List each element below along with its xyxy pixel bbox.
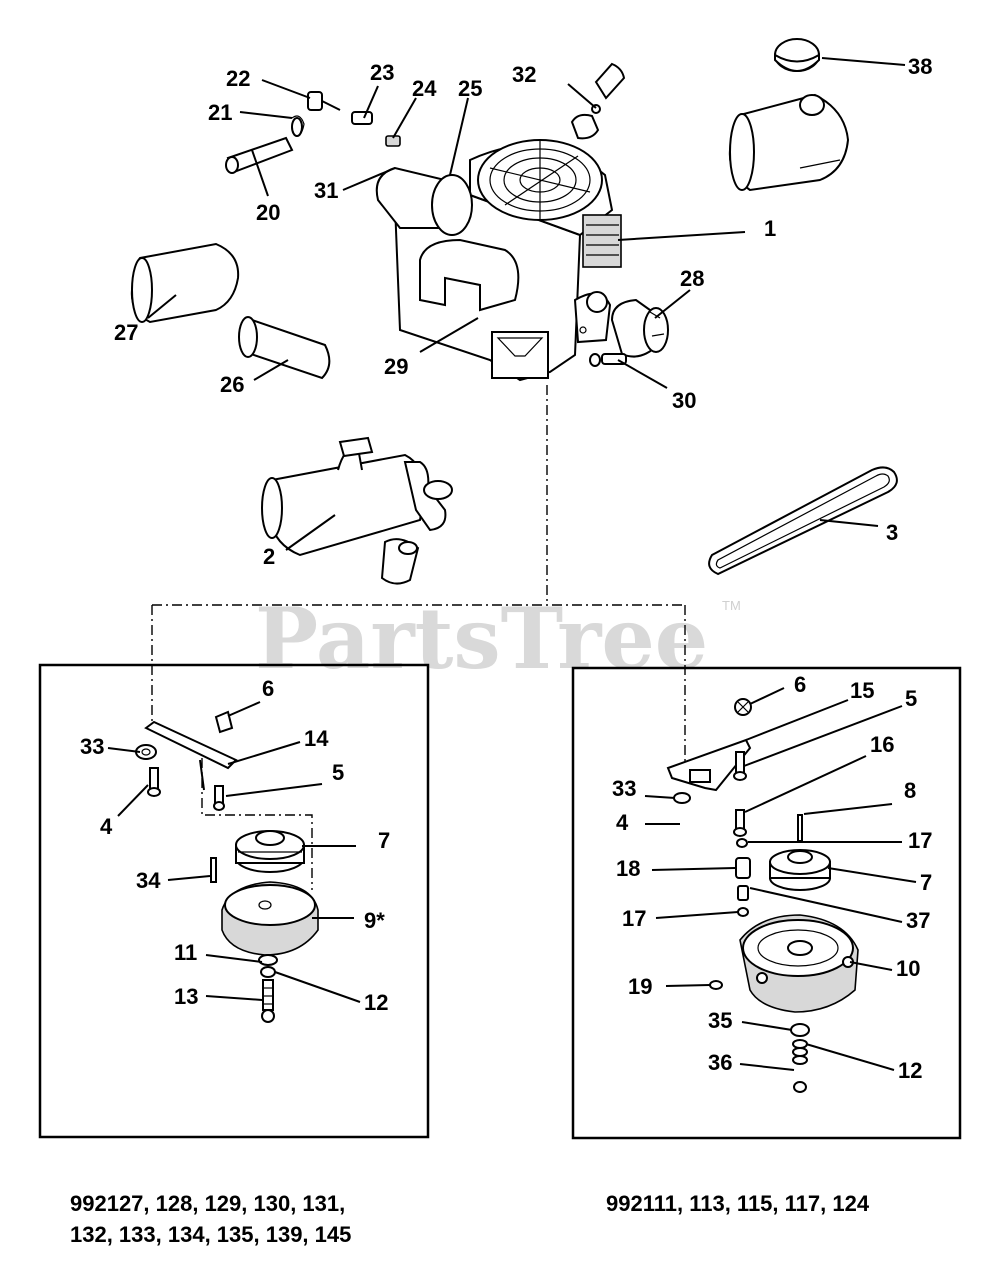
callout-1: 1 xyxy=(764,216,776,241)
callout-labels: 1 2 3 20 21 22 23 24 25 26 27 28 29 30 3… xyxy=(80,54,932,1083)
fuel-line-parts xyxy=(225,62,626,174)
assembly-relation-lines xyxy=(151,385,686,890)
callout-20: 20 xyxy=(256,200,280,225)
right-callout-15: 15 xyxy=(850,678,874,703)
engine-drawing xyxy=(375,139,622,382)
callout-22: 22 xyxy=(226,66,250,91)
oil-filter-and-plug xyxy=(589,298,669,367)
drive-belt xyxy=(708,466,898,576)
left-callout-11: 11 xyxy=(174,940,197,965)
left-clutch-box xyxy=(38,663,430,1139)
right-callout-36: 36 xyxy=(708,1050,732,1075)
right-callout-10: 10 xyxy=(896,956,920,981)
right-clutch-parts xyxy=(666,698,859,1093)
left-callout-34: 34 xyxy=(136,868,161,893)
left-callout-12: 12 xyxy=(364,990,388,1015)
callout-26: 26 xyxy=(220,372,244,397)
callout-3: 3 xyxy=(886,520,898,545)
callout-2: 2 xyxy=(263,544,275,569)
left-model-line-2: 132, 133, 134, 135, 139, 145 xyxy=(70,1222,352,1247)
muffler xyxy=(261,436,453,585)
callout-28: 28 xyxy=(680,266,704,291)
right-callout-35: 35 xyxy=(708,1008,732,1033)
left-callout-4: 4 xyxy=(100,814,113,839)
left-callout-14: 14 xyxy=(304,726,329,751)
right-callout-6: 6 xyxy=(794,672,806,697)
callout-27: 27 xyxy=(114,320,138,345)
callout-21: 21 xyxy=(208,100,232,125)
left-callout-13: 13 xyxy=(174,984,198,1009)
left-clutch-parts xyxy=(135,710,319,1023)
right-clutch-box xyxy=(571,666,962,1140)
callout-38: 38 xyxy=(908,54,932,79)
callout-30: 30 xyxy=(672,388,696,413)
callout-32: 32 xyxy=(512,62,536,87)
left-callout-6: 6 xyxy=(262,676,274,701)
right-model-line-1: 992111, 113, 115, 117, 124 xyxy=(606,1191,870,1216)
left-callout-33: 33 xyxy=(80,734,104,759)
watermark-trademark: TM xyxy=(722,598,741,613)
right-callout-5: 5 xyxy=(905,686,917,711)
right-callout-33: 33 xyxy=(612,776,636,801)
left-callout-7: 7 xyxy=(378,828,390,853)
right-callout-18: 18 xyxy=(616,856,640,881)
right-callout-17-upper: 17 xyxy=(908,828,932,853)
callout-31: 31 xyxy=(314,178,338,203)
leader-lines xyxy=(107,57,917,1071)
right-callout-16: 16 xyxy=(870,732,894,757)
right-callout-4: 4 xyxy=(616,810,629,835)
left-model-line-1: 992127, 128, 129, 130, 131, xyxy=(70,1191,346,1216)
callout-24: 24 xyxy=(412,76,437,101)
air-filter-elements xyxy=(130,242,331,380)
right-model-numbers: 992111, 113, 115, 117, 124 xyxy=(606,1188,869,1219)
right-callout-7: 7 xyxy=(920,870,932,895)
right-callout-19: 19 xyxy=(628,974,652,999)
left-model-numbers: 992127, 128, 129, 130, 131, 132, 133, 13… xyxy=(70,1188,351,1250)
right-callout-8: 8 xyxy=(904,778,916,803)
left-callout-5: 5 xyxy=(332,760,344,785)
watermark-brand: PartsTree xyxy=(255,589,708,688)
right-callout-37: 37 xyxy=(906,908,930,933)
air-cleaner-assembly xyxy=(728,38,850,192)
callout-29: 29 xyxy=(384,354,408,379)
callout-25: 25 xyxy=(458,76,482,101)
left-callout-9: 9* xyxy=(364,908,385,933)
right-callout-12: 12 xyxy=(898,1058,922,1083)
callout-23: 23 xyxy=(370,60,394,85)
right-callout-17-lower: 17 xyxy=(622,906,646,931)
